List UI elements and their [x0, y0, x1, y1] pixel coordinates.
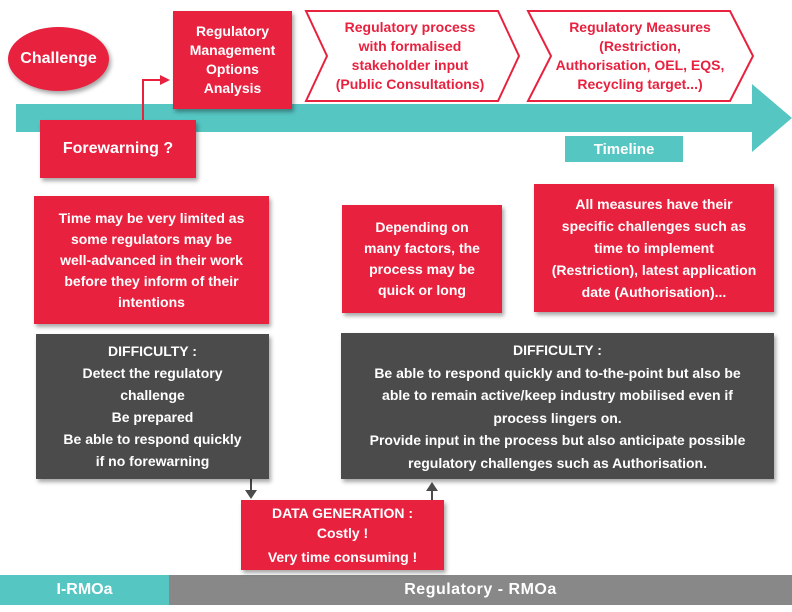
data-generation-line: Very time consuming !: [267, 549, 418, 565]
process-line: Regulatory process: [344, 19, 476, 35]
data-generation-line: DATA GENERATION :: [271, 505, 414, 521]
difficulty-left-line: challenge: [120, 387, 185, 403]
note-mid-line: quick or long: [378, 282, 466, 298]
measures-chevron-outline: [526, 10, 755, 102]
note-right: All measures have their specific challen…: [534, 184, 774, 312]
connector-difficulty-datagen-arrowhead: [245, 490, 257, 499]
note-right-line: time to implement: [594, 240, 714, 256]
footer-right-label-box: Regulatory - RMOa: [169, 575, 792, 605]
challenge-label: Challenge: [20, 50, 97, 67]
note-left-line: intentions: [118, 293, 185, 310]
timeline-label: Timeline: [593, 140, 655, 158]
forewarning-label: Forewarning ?: [62, 140, 174, 157]
difficulty-left-line: Be able to respond quickly: [63, 431, 242, 447]
note-left: Time may be very limited as some regulat…: [34, 196, 269, 324]
note-mid-line: many factors, the: [364, 240, 480, 256]
rmoa-line: Options: [206, 61, 259, 77]
difficulty-right-line: Provide input in the process but also an…: [369, 432, 746, 448]
rmoa-line: Analysis: [203, 80, 262, 96]
footer-bar-left: [0, 575, 169, 605]
forewarning-box: Forewarning ?: [40, 120, 196, 178]
connector-forewarning-rmoa: [142, 79, 160, 120]
difficulty-right: DIFFICULTY : Be able to respond quickly …: [341, 333, 774, 479]
measures-line: Authorisation, OEL, EQS,: [555, 57, 725, 73]
footer-bar-right: [169, 575, 792, 605]
note-right-line: specific challenges such as: [561, 218, 747, 234]
note-left-line: Time may be very limited as: [58, 209, 245, 226]
measures-line: Regulatory Measures: [569, 19, 711, 35]
note-left-line: some regulators may be: [70, 230, 233, 247]
footer-right-label: Regulatory - RMOa: [404, 581, 557, 598]
difficulty-left: DIFFICULTY : Detect the regulatory chall…: [36, 334, 269, 479]
difficulty-right-line: regulatory challenges such as Authorisat…: [408, 454, 707, 471]
note-right-line: date (Authorisation)...: [581, 284, 727, 300]
difficulty-left-line: if no forewarning: [95, 453, 210, 469]
data-generation-box: DATA GENERATION : Costly ! Very time con…: [241, 500, 444, 570]
rmoa-line: Regulatory: [195, 23, 270, 39]
connector-datagen-difficulty-arrowhead: [426, 482, 438, 491]
note-right-line: (Restriction), latest application: [551, 262, 757, 278]
difficulty-left-line: Detect the regulatory: [82, 365, 223, 381]
process-stage: Regulatory process with formalised stake…: [320, 11, 500, 101]
measures-line: (Restriction,: [599, 38, 681, 54]
challenge-circle: Challenge: [8, 27, 109, 91]
difficulty-right-line: able to remain active/keep industry mobi…: [382, 387, 733, 403]
measures-stage: Regulatory Measures (Restriction, Author…: [545, 11, 735, 101]
note-right-line: All measures have their: [575, 196, 733, 212]
timeline-arrow: [16, 84, 792, 152]
note-left-line: well-advanced in their work: [60, 251, 243, 268]
note-mid: Depending on many factors, the process m…: [342, 205, 502, 313]
process-line: stakeholder input: [351, 57, 469, 73]
footer-left-label-box: I-RMOa: [0, 575, 169, 605]
difficulty-left-line: Be prepared: [111, 409, 194, 425]
process-line: (Public Consultations): [335, 76, 485, 92]
difficulty-left-line: DIFFICULTY :: [108, 343, 197, 359]
connector-forewarning-rmoa-arrowhead: [160, 75, 170, 85]
note-left-line: before they inform of their: [64, 272, 239, 289]
rmoa-box: Regulatory Management Options Analysis: [173, 11, 292, 109]
footer-left-label: I-RMOa: [56, 581, 113, 598]
note-mid-line: process may be: [369, 261, 475, 277]
timeline-label-box: Timeline: [565, 136, 683, 162]
process-line: with formalised: [358, 38, 462, 54]
difficulty-right-line: Be able to respond quickly and to-the-po…: [374, 364, 741, 381]
difficulty-right-line: process lingers on.: [493, 409, 622, 426]
data-generation-line: Costly !: [316, 525, 369, 541]
rmoa-line: Management: [189, 42, 276, 58]
measures-line: Recycling target...): [577, 76, 703, 92]
note-mid-line: Depending on: [375, 219, 469, 235]
process-chevron-outline: [304, 10, 521, 102]
difficulty-right-line: DIFFICULTY :: [513, 342, 602, 358]
